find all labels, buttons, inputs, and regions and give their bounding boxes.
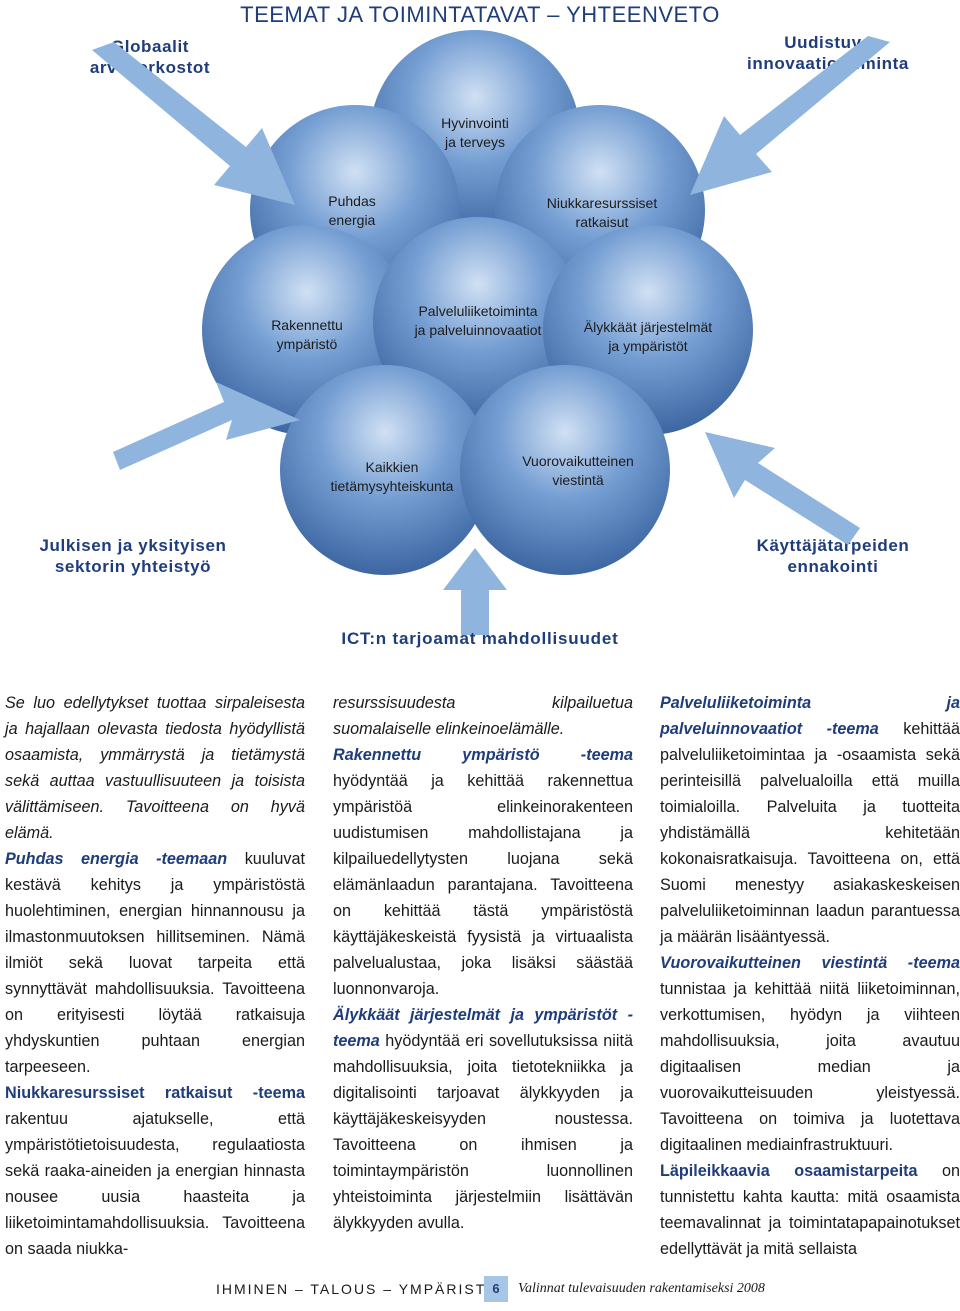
theme-heading: Rakennettu ympäristö -teema bbox=[333, 746, 633, 764]
theme-heading: Niukkaresurssiset ratkaisut -teema bbox=[5, 1084, 305, 1102]
theme-heading: Puhdas energia -teemaan bbox=[5, 850, 228, 868]
arrow-top-right bbox=[690, 36, 890, 195]
bubble-line: ympäristö bbox=[276, 336, 338, 352]
bubble-line: energia bbox=[328, 212, 376, 228]
bubble-label-puhdas-energia: Puhdas energia bbox=[252, 192, 452, 230]
bubble-label-palvelu: Palveluliiketoiminta ja palveluinnovaati… bbox=[378, 302, 578, 340]
bubble-line: Palveluliiketoiminta bbox=[418, 303, 538, 319]
paragraph: Älykkäät järjestelmät ja ympäristöt -tee… bbox=[333, 1002, 633, 1236]
bubble-line: ratkaisut bbox=[575, 214, 629, 230]
footer-publication-title: Valinnat tulevaisuuden rakentamiseksi 20… bbox=[518, 1281, 765, 1296]
paragraph-body: rakentuu ajatukselle, että ympäristötiet… bbox=[5, 1110, 305, 1258]
bubble-vuorovaikutteinen bbox=[460, 365, 670, 575]
label-public-private-cooperation: Julkisen ja yksityisen sektorin yhteisty… bbox=[18, 535, 248, 577]
page-number: 6 bbox=[484, 1276, 508, 1302]
paragraph-body: tunnistaa ja kehittää niitä liiketoiminn… bbox=[660, 980, 960, 1154]
paragraph: Se luo edellytykset tuottaa sirpaleisest… bbox=[5, 694, 305, 842]
corner-line: Julkisen ja yksityisen bbox=[39, 536, 227, 555]
theme-heading: Läpileikkaavia osaamistarpeita bbox=[660, 1162, 918, 1180]
page-title: TEEMAT JA TOIMINTATAVAT – YHTEENVETO bbox=[240, 2, 720, 27]
bubble-line: Kaikkien bbox=[365, 459, 419, 475]
bubble-line: Älykkäät järjestelmät bbox=[583, 319, 713, 335]
paragraph-body: kuuluvat kestävä kehitys ja ympäristöstä… bbox=[5, 850, 305, 1076]
paragraph-body: hyödyntää eri sovellutuksissa niitä mahd… bbox=[333, 1032, 633, 1232]
paragraph: Läpileikkaavia osaamistarpeita on tunnis… bbox=[660, 1158, 960, 1262]
theme-bubble-diagram bbox=[92, 30, 890, 635]
bubble-line: Niukkaresurssiset bbox=[546, 195, 658, 211]
bubble-line: Hyvinvointi bbox=[441, 115, 509, 131]
bubble-label-rakennettu: Rakennettu ympäristö bbox=[207, 316, 407, 354]
text-column-2: resurssisuudesta kilpailuetua suomalaise… bbox=[333, 690, 633, 1236]
paragraph: resurssisuudesta kilpailuetua suomalaise… bbox=[333, 694, 633, 738]
bubble-line: ja palveluinnovaatiot bbox=[414, 322, 542, 338]
paragraph-body: hyödyntää ja kehittää rakennettua ympäri… bbox=[333, 772, 633, 998]
bubble-label-alykkaat: Älykkäät järjestelmät ja ympäristöt bbox=[548, 318, 748, 356]
arrow-bottom bbox=[443, 548, 507, 635]
ict-label: ICT:n tarjoamat mahdollisuudet bbox=[341, 629, 619, 648]
text-column-3: Palveluliiketoiminta ja palveluinnovaati… bbox=[660, 690, 960, 1262]
paragraph: Vuorovaikutteinen viestintä -teema tunni… bbox=[660, 950, 960, 1158]
bubble-line: Rakennettu bbox=[271, 317, 343, 333]
arrow-left bbox=[113, 382, 300, 470]
bubble-line: viestintä bbox=[552, 472, 604, 488]
paragraph-body: kehittää palveluliiketoimintaa ja -osaam… bbox=[660, 720, 960, 946]
paragraph-body: on tunnistettu kahta kautta: mitä osaami… bbox=[660, 1162, 960, 1258]
theme-heading: Vuorovaikutteinen viestintä -teema bbox=[660, 954, 960, 972]
arrow-top-left bbox=[92, 42, 295, 205]
paragraph: Puhdas energia -teemaan kuuluvat kestävä… bbox=[5, 846, 305, 1080]
text-column-1: Se luo edellytykset tuottaa sirpaleisest… bbox=[5, 690, 305, 1262]
corner-line: Globaalit bbox=[110, 37, 190, 56]
bubble-label-niukkaresurssiset: Niukkaresurssiset ratkaisut bbox=[502, 194, 702, 232]
corner-line: Uudistuva bbox=[784, 33, 872, 52]
label-user-needs-forecast: Käyttäjätarpeiden ennakointi bbox=[728, 535, 938, 577]
paragraph: Palveluliiketoiminta ja palveluinnovaati… bbox=[660, 690, 960, 950]
corner-line: Käyttäjätarpeiden bbox=[756, 536, 910, 555]
corner-line: sektorin yhteistyö bbox=[54, 557, 212, 576]
bubble-label-hyvinvointi: Hyvinvointi ja terveys bbox=[375, 114, 575, 152]
bubble-line: Vuorovaikutteinen bbox=[522, 453, 634, 469]
paragraph: Niukkaresurssiset ratkaisut -teema raken… bbox=[5, 1080, 305, 1262]
bubble-line: Puhdas bbox=[328, 193, 376, 209]
paragraph: Rakennettu ympäristö -teema hyödyntää ja… bbox=[333, 742, 633, 1002]
arrow-right bbox=[705, 432, 860, 545]
corner-line: ennakointi bbox=[787, 557, 879, 576]
bubble-label-vuorovaikutteinen: Vuorovaikutteinen viestintä bbox=[478, 452, 678, 490]
bubble-line: ja terveys bbox=[445, 134, 505, 150]
bubble-line: ja ympäristöt bbox=[608, 338, 688, 354]
theme-heading: Älykkäät järjestelmät ja ympäristöt -tee… bbox=[333, 1006, 633, 1050]
footer-left-text: IHMINEN – TALOUS – YMPÄRISTÖ bbox=[216, 1281, 500, 1297]
bubble-label-tietamys: Kaikkien tietämysyhteiskunta bbox=[292, 458, 492, 496]
bubble-line: tietämysyhteiskunta bbox=[330, 478, 454, 494]
bubble-tietamys bbox=[280, 365, 490, 575]
page-footer: IHMINEN – TALOUS – YMPÄRISTÖ 6 Valinnat … bbox=[0, 1276, 960, 1302]
theme-heading: Palveluliiketoiminta ja palveluinnovaati… bbox=[660, 694, 960, 738]
